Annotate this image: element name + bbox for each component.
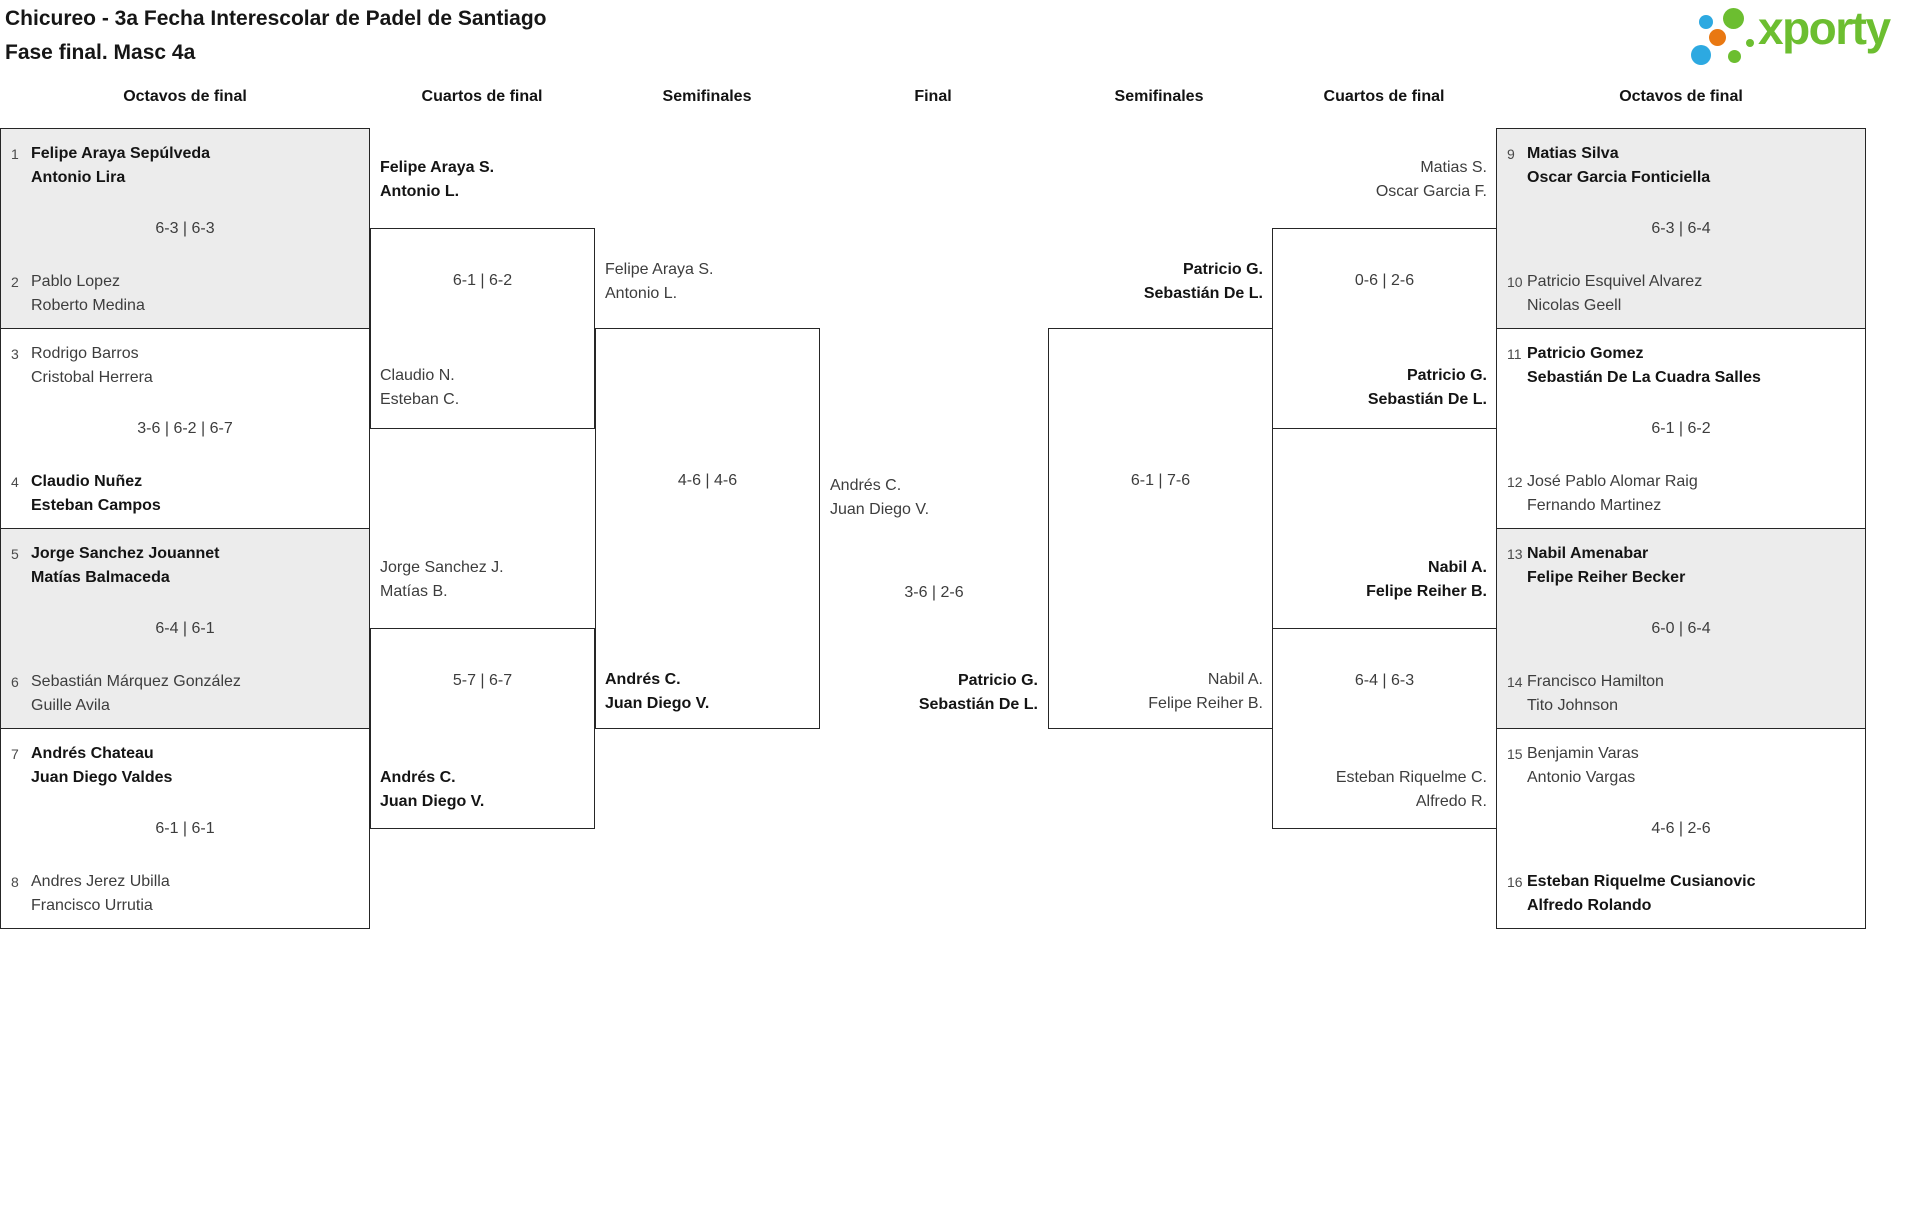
team-name: Patricio G.Sebastián De L. <box>1143 261 1263 302</box>
match-box <box>1048 328 1273 729</box>
match-score: 5-7 | 6-7 <box>452 672 513 689</box>
seed-number: 1 <box>11 146 19 162</box>
match-score: 6-3 | 6-3 <box>155 220 215 237</box>
match-qf-3: Matias S.Oscar Garcia F. 0-6 | 2-6 Patri… <box>1272 128 1497 828</box>
team-name: Matias S.Oscar Garcia F. <box>1375 159 1487 200</box>
match-score: 4-6 | 2-6 <box>1651 820 1711 837</box>
match-score: 3-6 | 6-2 | 6-7 <box>137 420 233 437</box>
match-score: 0-6 | 2-6 <box>1354 272 1415 289</box>
match-sf-1: Felipe Araya S.Antonio L. 4-6 | 4-6 Andr… <box>595 228 820 928</box>
round-header-final: Final <box>914 88 952 105</box>
team-name: Patricio G.Sebastián De L. <box>918 672 1038 713</box>
seed-number: 13 <box>1507 546 1523 562</box>
round-header-octavos-left: Octavos de final <box>123 88 247 105</box>
logo-dot-blue-small <box>1699 15 1713 29</box>
match-score: 6-1 | 6-2 <box>452 272 513 289</box>
team-name: Nabil A.Felipe Reiher B. <box>1148 671 1263 712</box>
match-score: 6-1 | 6-2 <box>1651 420 1711 437</box>
match-box <box>595 328 820 729</box>
match-score: 6-3 | 6-4 <box>1651 220 1711 237</box>
logo-dot-green-tiny <box>1746 39 1754 47</box>
bracket-page: { "title": { "line1": "Chicureo - 3a Fec… <box>0 2 1916 929</box>
round-header-octavos-right: Octavos de final <box>1619 88 1743 105</box>
team-name: Patricio G.Sebastián De L. <box>1367 367 1487 408</box>
seed-number: 5 <box>11 546 19 562</box>
seed-number: 15 <box>1507 746 1523 762</box>
team-name: Esteban Riquelme C.Alfredo R. <box>1335 769 1487 810</box>
logo-dot-blue-large <box>1691 45 1711 65</box>
match-score: 6-1 | 7-6 <box>1130 472 1191 489</box>
team-name: Jorge Sanchez J.Matías B. <box>380 559 504 600</box>
xporty-logo[interactable]: xporty <box>1690 4 1916 76</box>
seed-number: 3 <box>11 346 19 362</box>
match-qf-1: Felipe Araya S.Antonio L. 6-1 | 6-2 Clau… <box>370 128 595 828</box>
round-header-cuartos-left: Cuartos de final <box>421 88 543 105</box>
round-header-semis-left: Semifinales <box>662 88 752 105</box>
seed-number: 16 <box>1507 874 1523 890</box>
match-score: 3-6 | 2-6 <box>904 584 964 601</box>
seed-number: 10 <box>1507 274 1523 290</box>
match-sf-2: Patricio G.Sebastián De L. 6-1 | 7-6 Nab… <box>1048 228 1273 928</box>
phase-name: Fase final. Masc 4a <box>5 41 196 64</box>
logo-dot-orange <box>1709 29 1726 46</box>
seed-number: 8 <box>11 874 19 890</box>
seed-number: 6 <box>11 674 19 690</box>
match-qf-4: Nabil A.Felipe Reiher B. 6-4 | 6-3 Esteb… <box>1272 528 1497 1228</box>
team-name: Claudio N.Esteban C. <box>380 367 460 408</box>
match-final: Andrés C.Juan Diego V. 3-6 | 2-6 Patrici… <box>820 228 1048 928</box>
match-score: 6-0 | 6-4 <box>1651 620 1711 637</box>
round-header-semis-right: Semifinales <box>1114 88 1204 105</box>
team-name: Andrés C.Juan Diego V. <box>605 671 710 712</box>
tournament-name: Chicureo - 3a Fecha Interescolar de Pade… <box>5 7 547 30</box>
seed-number: 12 <box>1507 474 1523 490</box>
seed-number: 9 <box>1507 146 1515 162</box>
logo-wordmark: xporty <box>1758 2 1891 54</box>
team-name: Andrés C.Juan Diego V. <box>380 769 485 810</box>
match-box <box>370 628 595 829</box>
team-name: Felipe Araya S.Antonio L. <box>605 261 714 302</box>
seed-number: 14 <box>1507 674 1523 690</box>
match-qf-2: Jorge Sanchez J.Matías B. 5-7 | 6-7 Andr… <box>370 528 595 1228</box>
seed-number: 4 <box>11 474 19 490</box>
round-header-cuartos-right: Cuartos de final <box>1323 88 1445 105</box>
match-score: 6-4 | 6-1 <box>155 620 215 637</box>
page-title: Chicureo - 3a Fecha Interescolar de Pade… <box>5 2 547 70</box>
match-score: 4-6 | 4-6 <box>677 472 738 489</box>
match-score: 6-4 | 6-3 <box>1354 672 1415 689</box>
seed-number: 11 <box>1507 346 1522 362</box>
team-name: Nabil A.Felipe Reiher B. <box>1366 559 1487 600</box>
match-score: 6-1 | 6-1 <box>155 820 215 837</box>
team-name: Andrés C.Juan Diego V. <box>830 477 930 518</box>
logo-dot-green-large <box>1723 8 1744 29</box>
match-box <box>370 228 595 429</box>
seed-number: 2 <box>11 274 19 290</box>
seed-number: 7 <box>11 746 19 762</box>
logo-dot-green-small <box>1728 50 1741 63</box>
team-name: Felipe Araya S.Antonio L. <box>380 159 495 200</box>
